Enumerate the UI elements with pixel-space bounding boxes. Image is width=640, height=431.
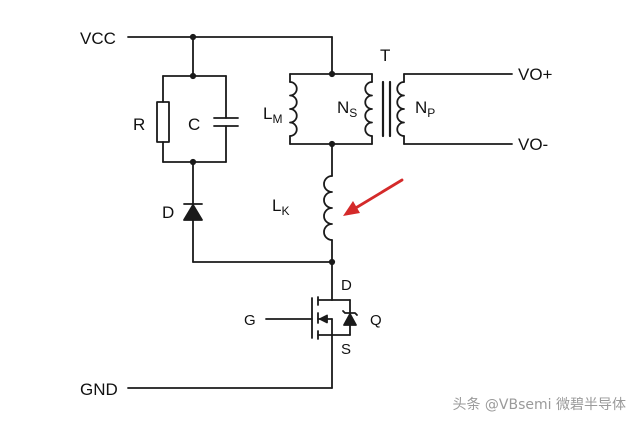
label-c: C <box>188 115 200 134</box>
mos-diode-zener-bar <box>342 310 358 316</box>
junction-drain <box>328 258 336 266</box>
lm-coil <box>289 81 298 137</box>
junction-vcc <box>189 33 197 41</box>
lk-coil <box>323 175 333 241</box>
label-vo-minus: VO- <box>518 135 548 154</box>
resistor <box>156 101 170 143</box>
label-np: NP <box>415 98 435 120</box>
red-arrow-icon <box>343 178 404 216</box>
label-vo-plus: VO+ <box>518 65 553 84</box>
label-ns-sub: S <box>349 106 357 120</box>
label-mos-s: S <box>341 341 351 358</box>
diode-body <box>183 204 203 221</box>
label-ns: NS <box>337 98 357 120</box>
label-mos-q: Q <box>370 312 382 329</box>
label-gnd: GND <box>80 380 118 399</box>
label-mos-d: D <box>341 277 352 294</box>
label-np-sub: P <box>427 106 435 120</box>
mos-body-arrow <box>319 314 328 324</box>
label-lk: LK <box>272 196 289 218</box>
watermark: 头条 @VBsemi 微碧半导体 <box>452 397 626 413</box>
label-lm-sub: M <box>272 112 282 126</box>
np-coil <box>396 81 405 137</box>
junction-rc-top <box>189 72 197 80</box>
label-mos-g: G <box>244 312 256 329</box>
label-t: T <box>380 46 390 65</box>
label-vcc: VCC <box>80 29 116 48</box>
ns-coil <box>364 81 373 137</box>
label-r: R <box>133 115 145 134</box>
label-diode-d: D <box>162 203 174 222</box>
label-lk-sub: K <box>281 204 289 218</box>
label-lm: LM <box>263 104 282 126</box>
mos-diode-body <box>343 313 357 326</box>
